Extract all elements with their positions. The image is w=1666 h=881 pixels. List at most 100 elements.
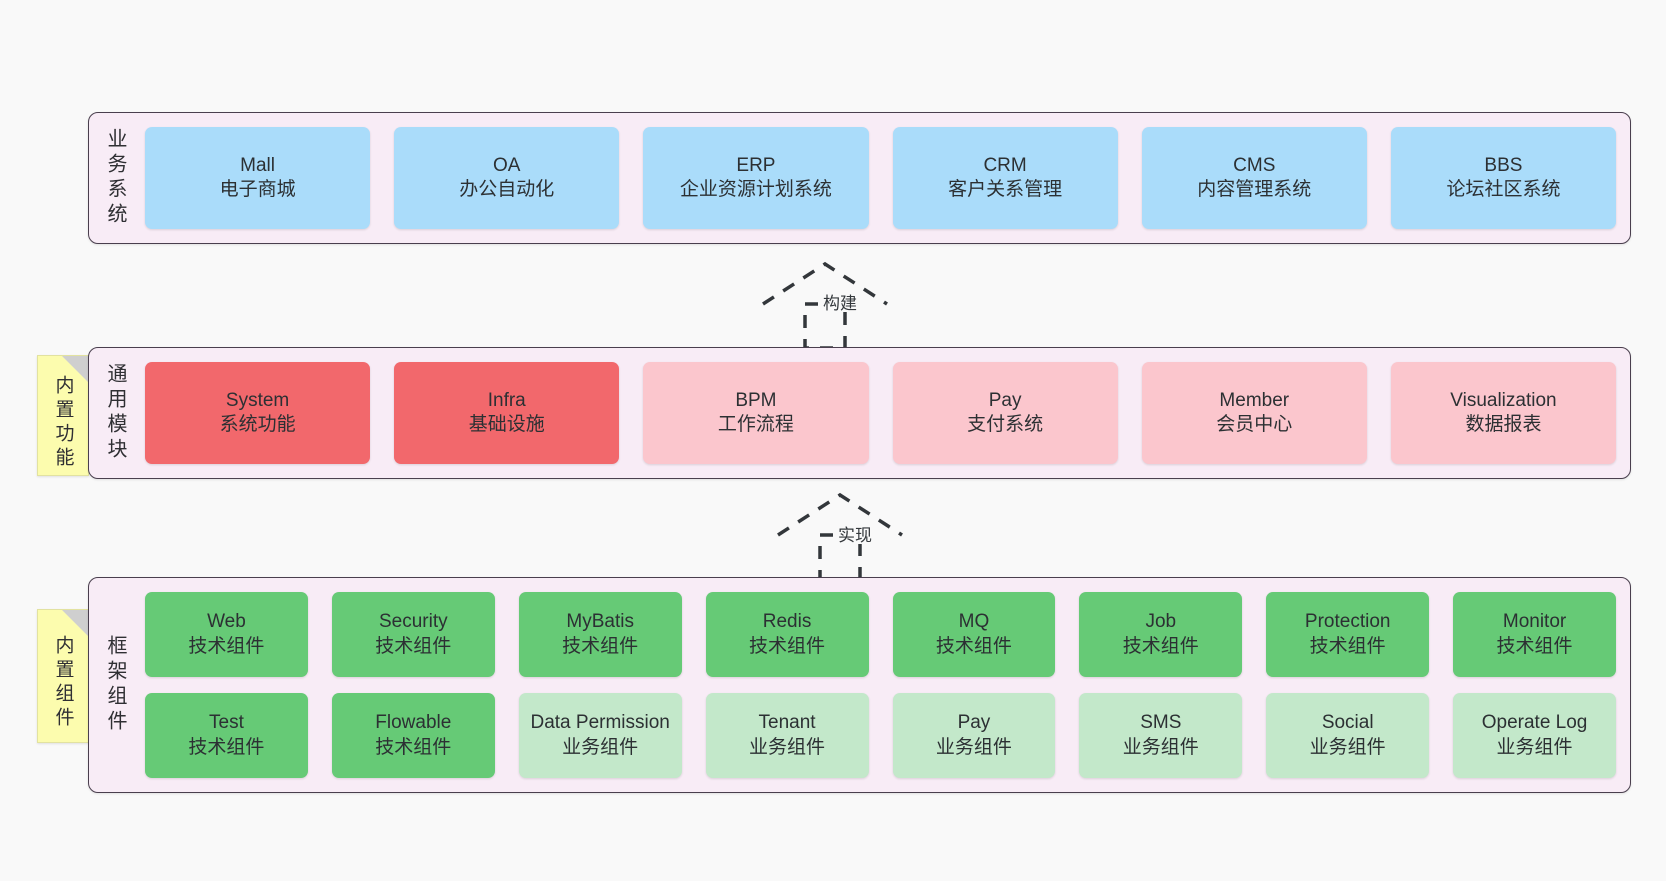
card-title-cn: 论坛社区系统 [1446,179,1561,200]
layer-title-framework-component: 框架组件 [104,635,126,735]
card-bpm[interactable]: BPM 工作流程 [643,362,869,464]
layer-body-business-system: Mall 电子商城 OA 办公自动化 ERP 企业资源计划系统 CRM 客户关系… [141,113,1630,243]
card-title-en: MQ [958,611,990,633]
card-title-en: Test [209,712,244,734]
card-title-cn: 技术组件 [1496,635,1573,657]
card-oa[interactable]: OA 办公自动化 [394,127,620,229]
card-title-en: Operate Log [1481,712,1588,734]
card-title-cn: 技术组件 [1122,635,1199,657]
card-title-cn: 技术组件 [375,736,452,758]
card-redis[interactable]: Redis 技术组件 [705,592,869,677]
card-title-cn: 技术组件 [562,635,639,657]
card-title-cn: 数据报表 [1465,414,1542,435]
card-title-en: MyBatis [566,611,634,633]
card-title-en: OA [493,154,521,176]
card-title-cn: 技术组件 [188,736,265,758]
layer-body-common-module: System 系统功能 Infra 基础设施 BPM 工作流程 Pay 支付系统… [141,348,1630,478]
card-title-en: Infra [487,389,526,411]
card-security[interactable]: Security 技术组件 [331,592,495,677]
card-tenant[interactable]: Tenant 业务组件 [705,693,869,778]
card-title-cn: 办公自动化 [459,179,555,200]
card-flowable[interactable]: Flowable 技术组件 [331,693,495,778]
card-title-en: Social [1321,712,1374,734]
card-title-en: Security [378,611,448,633]
card-title-cn: 会员中心 [1216,414,1293,435]
card-system[interactable]: System 系统功能 [145,362,371,464]
card-operate-log[interactable]: Operate Log 业务组件 [1453,693,1616,778]
card-title-cn: 技术组件 [375,635,452,657]
layer-common-module: 通用模块 System 系统功能 Infra 基础设施 BPM 工作流程 Pay… [88,347,1631,479]
card-mall[interactable]: Mall 电子商城 [145,127,371,229]
card-title-en: Pay [988,389,1022,411]
card-title-cn: 企业资源计划系统 [679,179,832,200]
card-row: Mall 电子商城 OA 办公自动化 ERP 企业资源计划系统 CRM 客户关系… [145,127,1617,229]
note-label: 内置组件 [52,635,74,731]
card-title-en: BBS [1484,154,1523,176]
card-pay-business[interactable]: Pay 业务组件 [892,693,1056,778]
card-mq[interactable]: MQ 技术组件 [892,592,1056,677]
card-visualization[interactable]: Visualization 数据报表 [1390,362,1617,464]
card-title-cn: 支付系统 [967,414,1044,435]
card-title-cn: 业务组件 [1122,736,1199,758]
card-mybatis[interactable]: MyBatis 技术组件 [518,592,682,677]
card-title-en: Web [207,611,246,633]
layer-title-common-module: 通用模块 [104,363,126,463]
card-title-cn: 工作流程 [717,414,794,435]
card-row: System 系统功能 Infra 基础设施 BPM 工作流程 Pay 支付系统… [145,362,1617,464]
card-title-en: System [225,389,290,411]
card-data-permission[interactable]: Data Permission 业务组件 [518,693,682,778]
note-fold-corner-icon [62,610,88,636]
card-title-en: Tenant [758,712,816,734]
card-cms[interactable]: CMS 内容管理系统 [1141,127,1367,229]
card-title-en: CMS [1233,154,1276,176]
card-pay[interactable]: Pay 支付系统 [892,362,1118,464]
layer-framework-component: 框架组件 Web 技术组件 Security 技术组件 MyBatis 技术组件… [88,577,1631,793]
card-title-cn: 业务组件 [749,736,826,758]
note-label: 内置功能 [52,374,74,471]
card-title-en: Member [1219,389,1290,411]
card-title-cn: 基础设施 [468,414,545,435]
connector-label-build: 构建 [821,294,859,313]
layer-business-system: 业务系统 Mall 电子商城 OA 办公自动化 ERP 企业资源计划系统 CRM… [88,112,1631,244]
card-title-cn: 业务组件 [1496,736,1573,758]
card-title-en: BPM [735,389,777,411]
card-title-cn: 业务组件 [935,736,1012,758]
card-social[interactable]: Social 业务组件 [1266,693,1430,778]
layer-body-framework-component: Web 技术组件 Security 技术组件 MyBatis 技术组件 Redi… [141,578,1630,792]
card-title-cn: 内容管理系统 [1197,179,1312,200]
card-row: Web 技术组件 Security 技术组件 MyBatis 技术组件 Redi… [145,592,1616,677]
card-title-en: Monitor [1502,611,1567,633]
card-title-cn: 技术组件 [935,635,1012,657]
card-protection[interactable]: Protection 技术组件 [1266,592,1430,677]
card-title-cn: 电子商城 [219,179,296,200]
card-title-en: SMS [1140,712,1182,734]
card-test[interactable]: Test 技术组件 [145,693,308,778]
card-infra[interactable]: Infra 基础设施 [394,362,620,464]
card-title-en: Mall [240,154,275,176]
card-title-cn: 技术组件 [749,635,826,657]
card-job[interactable]: Job 技术组件 [1079,592,1243,677]
card-web[interactable]: Web 技术组件 [145,592,308,677]
card-erp[interactable]: ERP 企业资源计划系统 [643,127,869,229]
card-bbs[interactable]: BBS 论坛社区系统 [1390,127,1617,229]
card-row: Test 技术组件 Flowable 技术组件 Data Permission … [145,693,1616,778]
card-title-en: Pay [957,712,991,734]
card-member[interactable]: Member 会员中心 [1141,362,1367,464]
card-title-cn: 系统功能 [219,414,296,435]
card-monitor[interactable]: Monitor 技术组件 [1453,592,1616,677]
card-sms[interactable]: SMS 业务组件 [1079,693,1243,778]
connector-label-implement: 实现 [836,526,874,545]
card-crm[interactable]: CRM 客户关系管理 [892,127,1118,229]
card-title-cn: 业务组件 [1309,736,1386,758]
card-title-en: Redis [762,611,812,633]
layer-title-business-system: 业务系统 [104,128,126,228]
note-builtin-function: 内置功能 [37,355,89,476]
card-title-en: Protection [1304,611,1391,633]
note-builtin-component: 内置组件 [37,609,89,743]
card-title-cn: 技术组件 [1309,635,1386,657]
card-title-cn: 客户关系管理 [948,179,1063,200]
card-title-en: ERP [736,154,776,176]
card-title-en: Job [1145,611,1177,633]
card-title-en: Visualization [1450,389,1557,411]
note-fold-corner-icon [62,356,88,382]
